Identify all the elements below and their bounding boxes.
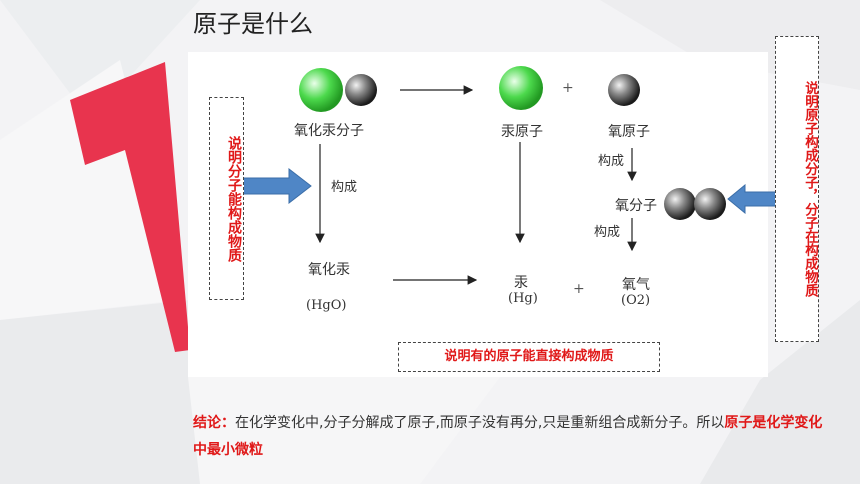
compose-label: 构成	[594, 225, 621, 240]
hg-atom-label: 汞原子	[501, 124, 543, 140]
plus-sign: +	[562, 80, 574, 96]
conclusion-text: 在化学变化中,分子分解成了原子,而原子没有再分,只是重新组合成新分子。所以	[235, 415, 725, 431]
mercury-atom-sphere	[299, 68, 343, 112]
o-atom-label: 氧原子	[608, 124, 650, 140]
oxygen-atom-sphere	[608, 74, 640, 106]
blue-arrow-left	[727, 184, 779, 214]
hgo-molecule-label: 氧化汞分子	[294, 123, 364, 139]
oxygen-atom-sphere	[694, 188, 726, 220]
o2-molecule-label: 氧分子	[615, 198, 657, 214]
decorative-one-shape	[70, 62, 190, 352]
blue-arrow-right	[241, 168, 312, 204]
hg-name: 汞	[514, 275, 528, 291]
right-note-box: 说明原子构成分子，分子在构成物质	[775, 36, 819, 342]
hgo-name: 氧化汞	[308, 262, 350, 278]
conclusion-label: 结论：	[193, 415, 235, 431]
hg-formula: (Hg)	[508, 291, 538, 306]
o2-name: 氧气	[622, 277, 650, 293]
compose-label: 构成	[598, 154, 625, 169]
hgo-formula: (HgO)	[306, 298, 347, 313]
oxygen-atom-sphere	[345, 74, 377, 106]
left-note-box: 说明分子能构成物质	[209, 97, 244, 300]
mercury-atom-sphere	[499, 66, 543, 110]
diagram-graphics	[299, 66, 726, 285]
bottom-note-box: 说明有的原子能直接构成物质	[398, 342, 660, 372]
page-title: 原子是什么	[193, 10, 313, 38]
conclusion-highlight: 原子是化学变化中最小微粒	[193, 415, 823, 458]
decomposition-diagram: 氧化汞分子 汞原子 + 氧原子 构成 氧分子 构成 构成 氧化汞 (HgO) 汞…	[188, 52, 768, 377]
plus-sign: +	[573, 281, 585, 297]
oxygen-atom-sphere	[664, 188, 696, 220]
compose-label: 构成	[331, 180, 358, 195]
o2-formula: (O2)	[621, 293, 651, 308]
conclusion: 结论：在化学变化中,分子分解成了原子,而原子没有再分,只是重新组合成新分子。所以…	[193, 410, 833, 464]
